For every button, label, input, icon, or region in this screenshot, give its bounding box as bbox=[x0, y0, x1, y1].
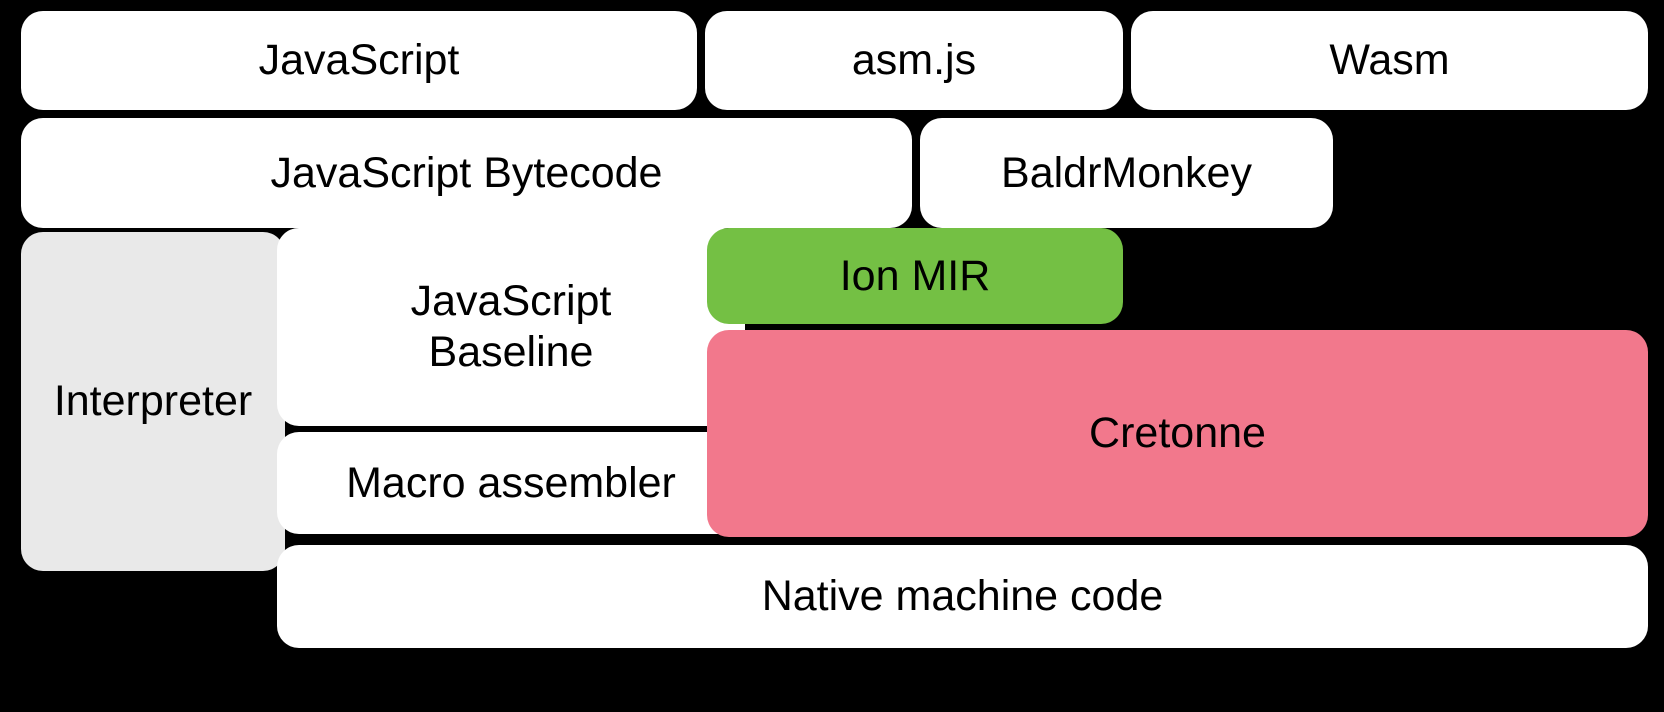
node-macro-assembler[interactable]: Macro assembler bbox=[277, 432, 745, 534]
node-native-machine-code[interactable]: Native machine code bbox=[277, 545, 1648, 648]
node-ion-mir[interactable]: Ion MIR bbox=[707, 228, 1123, 324]
node-cretonne[interactable]: Cretonne bbox=[707, 330, 1648, 537]
node-baldrmonkey[interactable]: BaldrMonkey bbox=[920, 118, 1333, 228]
node-asmjs[interactable]: asm.js bbox=[705, 11, 1123, 110]
node-interpreter[interactable]: Interpreter bbox=[21, 232, 285, 571]
node-javascript-bytecode[interactable]: JavaScript Bytecode bbox=[21, 118, 912, 228]
node-javascript[interactable]: JavaScript bbox=[21, 11, 697, 110]
node-wasm[interactable]: Wasm bbox=[1131, 11, 1648, 110]
node-javascript-baseline[interactable]: JavaScript Baseline bbox=[277, 228, 745, 426]
